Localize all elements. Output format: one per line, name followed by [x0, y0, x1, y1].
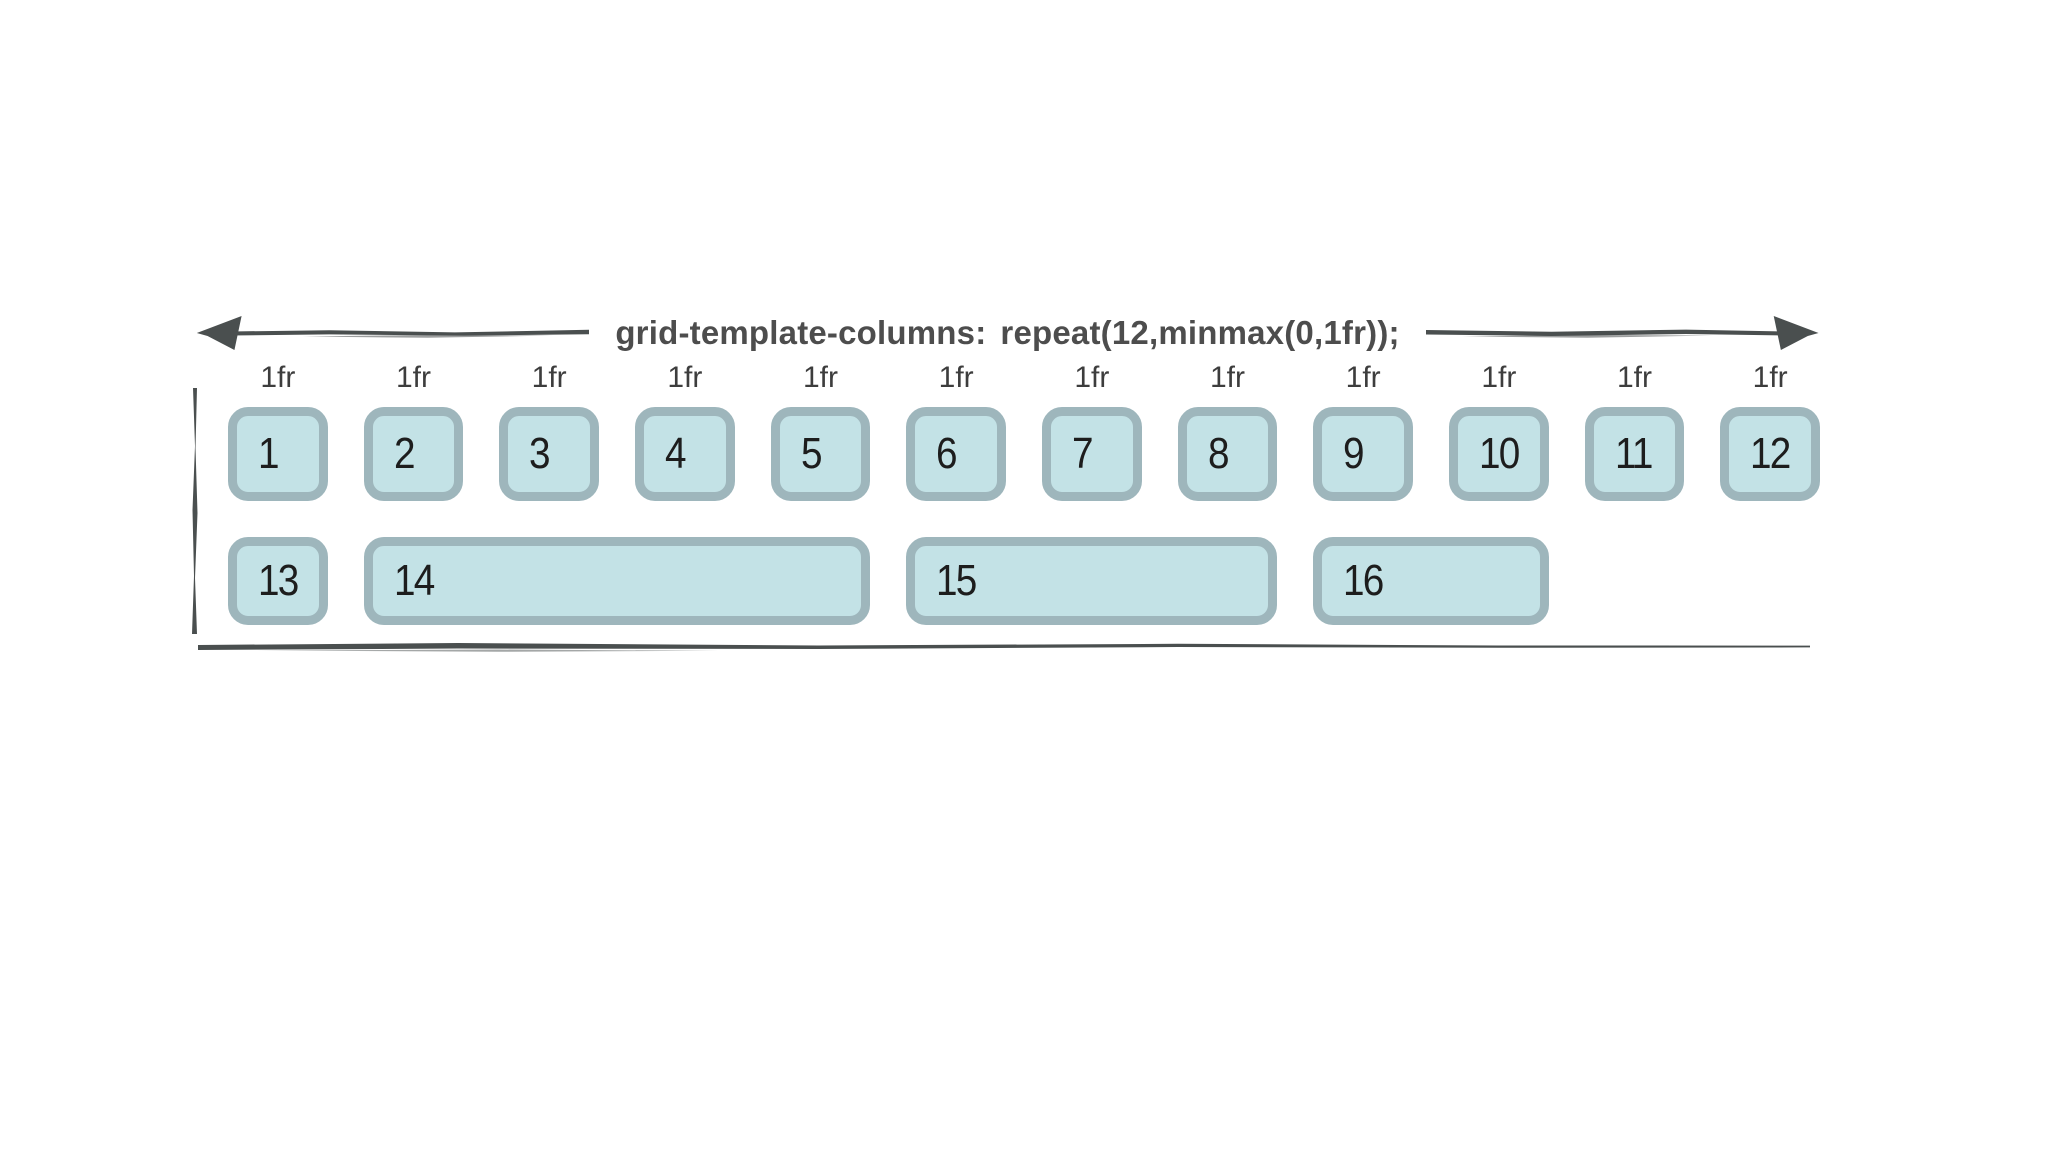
cell-number: 4	[664, 429, 687, 478]
grid-item-1: 1	[228, 407, 328, 501]
track-label-1fr: 1fr	[1616, 361, 1652, 394]
track-label-1fr: 1fr	[667, 361, 703, 394]
column-track-labels: 1fr 1fr 1fr 1fr 1fr 1fr 1fr 1fr 1fr 1fr 1fr 1fr	[228, 355, 1820, 395]
width-span-indicator: grid-template-columns: repeat(12,minmax(0…	[195, 310, 1820, 356]
track-label-1fr: 1fr	[1074, 361, 1110, 394]
grid-row-2: 13 14 15 16	[228, 537, 1820, 625]
cell-number: 5	[800, 429, 823, 478]
cell-number: 12	[1750, 429, 1791, 478]
cell-number: 14	[393, 556, 435, 605]
grid-item-12: 12	[1720, 407, 1820, 501]
track-label-1fr: 1fr	[395, 361, 431, 394]
cell-number: 15	[936, 556, 977, 605]
left-arrow-icon	[196, 316, 590, 350]
cell-number: 8	[1207, 429, 1230, 478]
grid-item-10: 10	[1448, 407, 1549, 501]
track-label-1fr: 1fr	[260, 361, 296, 394]
grid-item-6: 6	[906, 407, 1006, 501]
grid-item-4: 4	[634, 407, 735, 501]
cell-number: 10	[1478, 429, 1520, 478]
grid-item-8: 8	[1177, 407, 1278, 501]
css-rule-title: grid-template-columns: repeat(12,minmax(0…	[615, 314, 1399, 352]
track-label-1fr: 1fr	[1752, 361, 1788, 394]
grid-item-14: 14	[363, 537, 871, 625]
grid-item-16: 16	[1313, 537, 1549, 625]
grid-item-3: 3	[499, 407, 599, 501]
grid-item-13: 13	[228, 537, 328, 625]
cell-number: 11	[1614, 429, 1653, 478]
css-value: repeat(12,minmax(0,1fr));	[1000, 314, 1400, 351]
grid-item-15: 15	[906, 537, 1278, 625]
cell-number: 9	[1343, 429, 1365, 478]
track-label-1fr: 1fr	[802, 361, 838, 394]
track-label-1fr: 1fr	[531, 361, 567, 394]
cell-number: 3	[529, 429, 551, 478]
track-label-1fr: 1fr	[1481, 361, 1517, 394]
grid-item-11: 11	[1584, 407, 1685, 501]
css-property: grid-template-columns:	[615, 314, 987, 351]
cell-number: 16	[1343, 556, 1384, 605]
cell-number: 6	[936, 429, 958, 478]
grid-item-7: 7	[1041, 407, 1142, 501]
cell-number: 7	[1071, 429, 1094, 478]
right-arrow-icon	[1425, 316, 1819, 350]
track-label-1fr: 1fr	[1209, 361, 1245, 394]
cell-number: 1	[258, 429, 280, 478]
left-boundary-line	[192, 388, 198, 634]
cell-number: 13	[258, 556, 299, 605]
track-label-1fr: 1fr	[1345, 361, 1381, 394]
grid-item-2: 2	[363, 407, 464, 501]
grid-item-9: 9	[1313, 407, 1413, 501]
track-label-1fr: 1fr	[938, 361, 974, 394]
grid-item-5: 5	[770, 407, 871, 501]
bottom-boundary-line	[198, 643, 1810, 652]
cell-number: 2	[393, 429, 416, 478]
